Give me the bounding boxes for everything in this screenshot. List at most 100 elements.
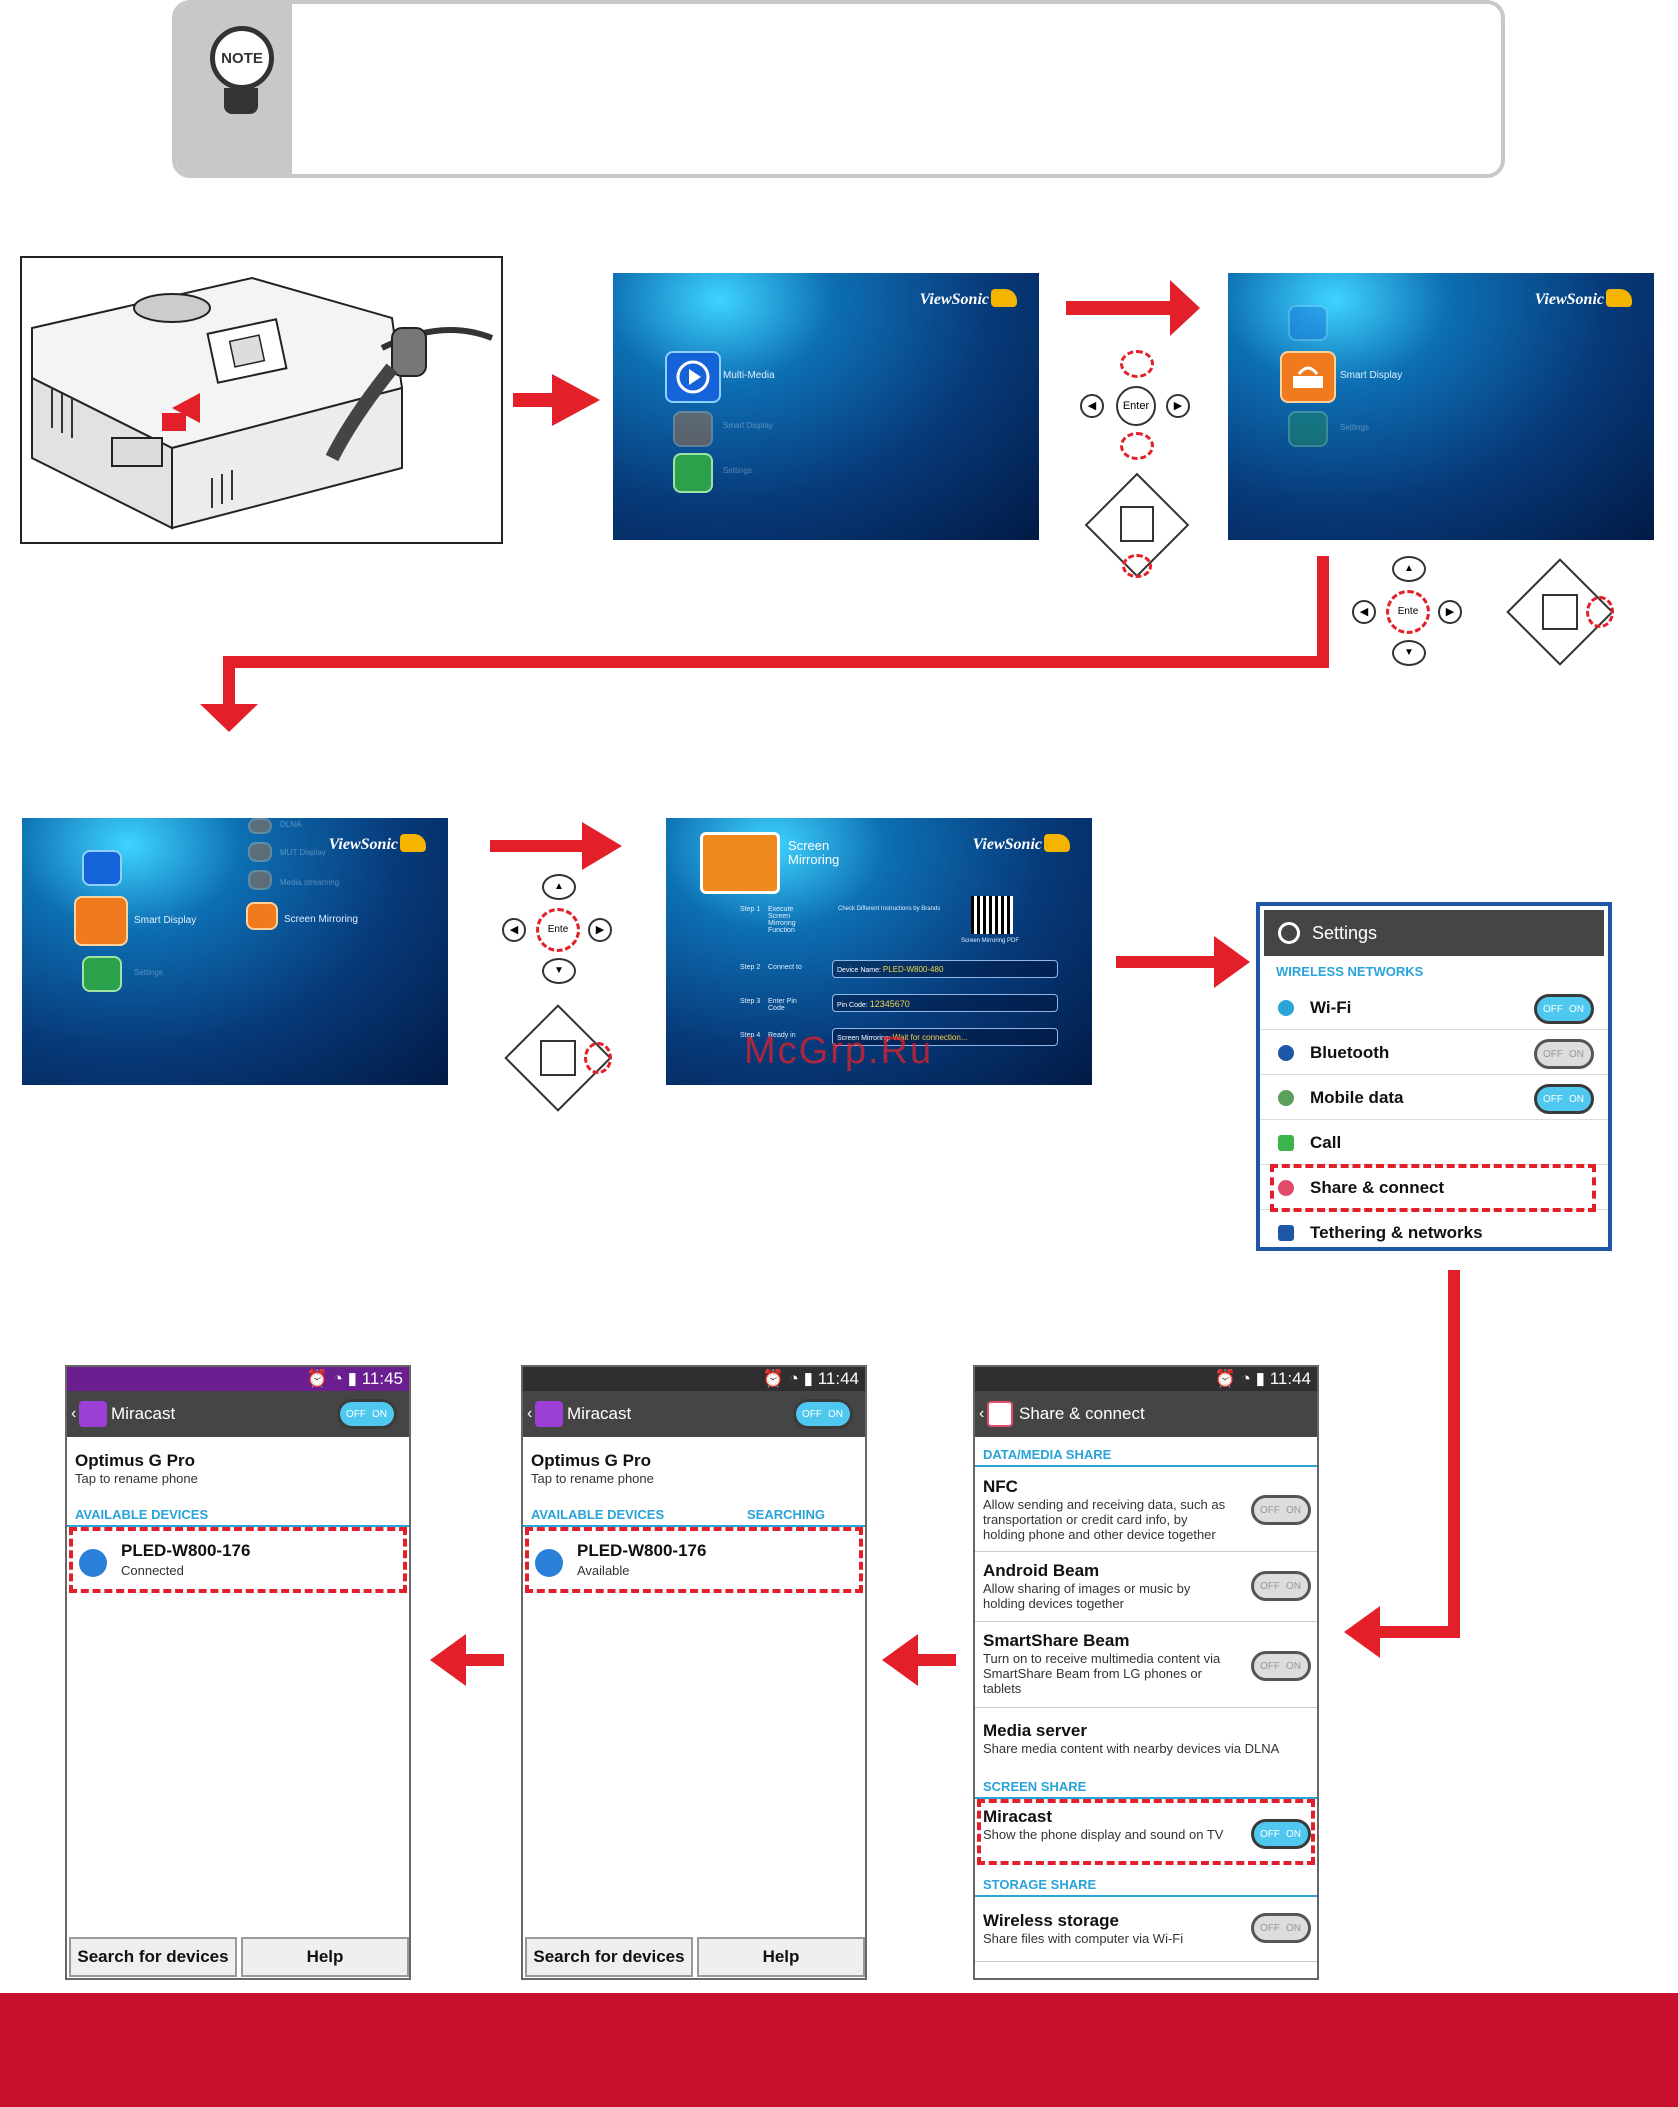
mut-display-icon[interactable] xyxy=(248,842,272,862)
enter-key-highlight[interactable]: Ente xyxy=(1386,590,1430,634)
call-row[interactable]: Call xyxy=(1260,1121,1608,1165)
keypad-round-b[interactable]: ▲ ▼ Ente ◀ ▶ xyxy=(1352,556,1464,668)
bluetooth-label: Bluetooth xyxy=(1310,1043,1390,1062)
device-status-2: Connected xyxy=(121,1563,184,1578)
smart-display-icon-2[interactable] xyxy=(1280,351,1336,403)
step1-label: Step 1 xyxy=(740,906,761,913)
wifi-row[interactable]: Wi-Fi xyxy=(1260,986,1608,1030)
diamond-down-highlight[interactable] xyxy=(1122,554,1152,578)
settings-wrench-icon-2[interactable] xyxy=(1288,411,1328,447)
multimedia-icon-2[interactable] xyxy=(1288,305,1328,341)
settings-wrench-icon-3[interactable] xyxy=(82,956,122,992)
share-titlebar[interactable]: Share & connect xyxy=(975,1391,1317,1437)
submenu-media-streaming[interactable]: Media streaming xyxy=(280,878,340,887)
bulb-base-icon xyxy=(224,88,258,114)
device-name-value: PLED-W800-480 xyxy=(882,965,944,974)
mobile-data-row[interactable]: Mobile data xyxy=(1260,1076,1608,1120)
menu3-item-smart-display[interactable]: Smart Display xyxy=(134,915,197,926)
search-devices-button-2[interactable]: Search for devices xyxy=(69,1937,237,1977)
back-chevron-icon-3[interactable]: ‹ xyxy=(71,1405,77,1422)
help-button[interactable]: Help xyxy=(697,1937,865,1977)
left-key-icon[interactable]: ◀ xyxy=(1080,394,1104,418)
search-devices-button[interactable]: Search for devices xyxy=(525,1937,693,1977)
tethering-row[interactable]: Tethering & networks xyxy=(1260,1211,1608,1247)
enter-key-highlight-2[interactable]: Ente xyxy=(536,908,580,952)
menu3-item-settings[interactable]: Settings xyxy=(134,968,163,977)
mirror-status-field: Screen Mirroring: Wait for connection... xyxy=(832,1028,1058,1046)
menu2-item-smart-display[interactable]: Smart Display xyxy=(1340,370,1403,381)
diamond-right-highlight[interactable] xyxy=(1586,596,1614,628)
keypad-diamond-a[interactable] xyxy=(1082,470,1192,580)
pin-code-value: 12345670 xyxy=(869,999,910,1009)
arrow-connector-horizontal xyxy=(223,656,1329,668)
keypad-diamond-b[interactable] xyxy=(1504,556,1616,668)
globe-icon xyxy=(1278,1090,1294,1106)
available-devices-section-2: AVAILABLE DEVICES xyxy=(75,1507,209,1522)
keypad-diamond-c[interactable] xyxy=(502,1002,614,1114)
watermark: McGrp.Ru xyxy=(744,1030,934,1072)
settings-wrench-icon[interactable] xyxy=(673,453,713,493)
diamond-right-highlight-2[interactable] xyxy=(584,1042,612,1074)
back-chevron-icon[interactable]: ‹ xyxy=(979,1405,985,1422)
enter-key[interactable]: Enter xyxy=(1116,386,1156,426)
device-name-2[interactable]: PLED-W800-176 xyxy=(121,1541,251,1560)
keypad-round-a[interactable]: Enter ◀ ▶ xyxy=(1080,350,1192,462)
wireless-networks-section: WIRELESS NETWORKS xyxy=(1276,964,1424,979)
screen-mirroring-icon[interactable] xyxy=(246,902,278,930)
gear-icon xyxy=(1278,922,1300,944)
phone-name[interactable]: Optimus G Pro xyxy=(531,1451,651,1470)
share-app-icon xyxy=(987,1401,1013,1427)
dlna-icon[interactable] xyxy=(248,818,272,834)
tethering-label: Tethering & networks xyxy=(1310,1223,1483,1242)
submenu-mut-display[interactable]: MUT Display xyxy=(280,848,326,857)
beam-toggle-on: ON xyxy=(1286,1581,1301,1592)
smart-display-icon[interactable] xyxy=(673,411,713,447)
help-button-2[interactable]: Help xyxy=(241,1937,409,1977)
device-reel-icon xyxy=(535,1549,563,1577)
multimedia-icon-3[interactable] xyxy=(82,850,122,886)
viewsonic-bird-icon-3 xyxy=(400,834,426,852)
menu1-item-multimedia[interactable]: Multi-Media xyxy=(723,370,775,381)
smart-display-icon-3[interactable] xyxy=(74,896,128,946)
miracast-desc: Show the phone display and sound on TV xyxy=(983,1827,1224,1842)
step2-text: Connect to xyxy=(768,964,802,971)
submenu-dlna[interactable]: DLNA xyxy=(280,820,302,829)
down-key-highlight[interactable] xyxy=(1120,432,1154,460)
arrow-right-4-head xyxy=(1214,936,1250,988)
up-key-highlight[interactable] xyxy=(1120,350,1154,378)
rename-hint: Tap to rename phone xyxy=(531,1471,654,1486)
step3-label: Step 3 xyxy=(740,998,761,1005)
footer-band xyxy=(0,1993,1678,2107)
menu1-item-settings[interactable]: Settings xyxy=(723,466,752,475)
bluetooth-row[interactable]: Bluetooth xyxy=(1260,1031,1608,1075)
multimedia-icon[interactable] xyxy=(665,351,721,403)
wifi-label: Wi-Fi xyxy=(1310,998,1352,1017)
phone-name-2[interactable]: Optimus G Pro xyxy=(75,1451,195,1470)
smartshare-beam-title: SmartShare Beam xyxy=(983,1631,1130,1650)
nfc-toggle-off: OFF xyxy=(1260,1505,1280,1516)
arrow-left-3 xyxy=(464,1654,504,1666)
arrow-left-head-3 xyxy=(430,1634,466,1686)
miracast-toggle-on: ON xyxy=(1286,1829,1301,1840)
media-streaming-icon[interactable] xyxy=(248,870,272,890)
submenu-screen-mirroring[interactable]: Screen Mirroring xyxy=(284,914,358,925)
menu2-item-settings[interactable]: Settings xyxy=(1340,423,1369,432)
keypad-round-c[interactable]: ▲ ▼ Ente ◀ ▶ xyxy=(502,874,614,986)
menu1-item-smart-display[interactable]: Smart Display xyxy=(723,421,773,430)
right-key-icon[interactable]: ▶ xyxy=(1166,394,1190,418)
wifi-toggle-off: OFF xyxy=(1543,1004,1563,1015)
back-chevron-icon-2[interactable]: ‹ xyxy=(527,1405,533,1422)
device-name[interactable]: PLED-W800-176 xyxy=(577,1541,707,1560)
